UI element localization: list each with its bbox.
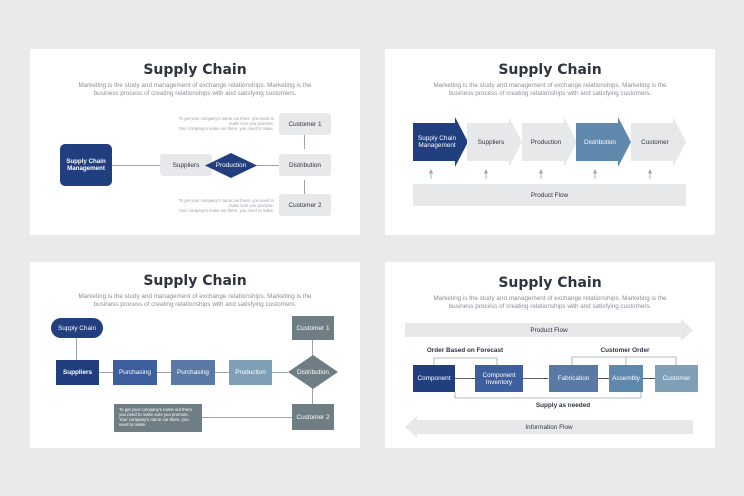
slide-title: Supply Chain [143, 273, 247, 289]
distribution-label: Distribution [297, 368, 329, 376]
fabrication-box: Fabrication [549, 365, 598, 392]
up-arrows [428, 169, 653, 179]
customer-box: Customer [655, 365, 698, 392]
chevron-step-2 [467, 117, 522, 167]
assembly-box: Assembly [609, 365, 643, 392]
component-box: Component [413, 365, 455, 392]
purchasing-box-2: Purchasing [171, 360, 215, 385]
component-inventory-box: Component Inventory [475, 365, 523, 392]
customer-order-label: Customer Order [600, 347, 650, 354]
customer1-box: Customer 1 [292, 316, 334, 340]
note-top-line2: Your company's name out there, you need … [178, 126, 274, 131]
note-bottom: To get your company's name out there, yo… [178, 198, 274, 213]
note-top-line1: To get your company's name out there, yo… [178, 116, 274, 126]
information-flow-arrow [405, 416, 693, 438]
note-line2: Your company's name out there, you need … [119, 417, 189, 427]
slide-2: Supply Chain Marketing is the study and … [385, 49, 715, 235]
step-label-1: Supply Chain Management [417, 135, 456, 149]
slide-subtitle: Marketing is the study and management of… [433, 82, 667, 97]
step-label-5: Customer [641, 138, 669, 146]
step-label-3: Production [530, 138, 562, 146]
production-diamond [205, 153, 257, 178]
note-line1: To get your company's name out there you… [119, 407, 192, 417]
supply-chain-pill: Supply Chain [51, 318, 103, 338]
slide-1: Supply Chain Marketing is the study and … [30, 49, 360, 235]
chevron-step-5 [631, 117, 686, 167]
chevron-step-4 [576, 117, 631, 167]
distribution-box: Distribution [279, 154, 331, 176]
step-label-4: Distribution [584, 138, 616, 146]
suppliers-box: Suppliers [160, 154, 212, 176]
supply-needed-label: Supply as needed [535, 402, 591, 409]
distribution-diamond [288, 355, 338, 389]
information-flow-label: Information Flow [525, 423, 573, 431]
order-forecast-label: Order Based on Forecast [426, 347, 504, 354]
purchasing-box-1: Purchasing [113, 360, 157, 385]
product-flow-bar: Product Flow [413, 184, 686, 206]
slide-title: Supply Chain [498, 275, 602, 291]
scm-box: Supply Chain Management [60, 144, 112, 186]
slide-4: Supply Chain Marketing is the study and … [385, 262, 715, 448]
note-bottom-line2: Your company's name out there, you need … [178, 208, 274, 213]
slide-subtitle: Marketing is the study and management of… [433, 295, 667, 310]
product-flow-arrow [405, 319, 693, 341]
chevron-step-3 [522, 117, 577, 167]
customer1-box: Customer 1 [279, 113, 331, 135]
note-bottom-line1: To get your company's name out there, yo… [178, 198, 274, 208]
chevron-step-1 [413, 117, 468, 167]
customer2-box: Customer 2 [279, 194, 331, 216]
production-label: Production [215, 162, 247, 169]
slide-subtitle: Marketing is the study and management of… [78, 293, 312, 308]
production-box: Production [229, 360, 272, 385]
slide-3: Supply Chain Marketing is the study and … [30, 262, 360, 448]
product-flow-label: Product Flow [530, 326, 568, 334]
slide-title: Supply Chain [498, 62, 602, 78]
suppliers-box: Suppliers [56, 360, 99, 385]
slide-subtitle: Marketing is the study and management of… [78, 82, 312, 97]
note-box: To get your company's name out there you… [114, 404, 202, 432]
flow-connectors [433, 356, 677, 399]
slide-title: Supply Chain [143, 62, 247, 78]
note-top: To get your company's name out there, yo… [178, 116, 274, 131]
step-label-2: Suppliers [477, 138, 505, 146]
customer2-box: Customer 2 [292, 404, 334, 430]
